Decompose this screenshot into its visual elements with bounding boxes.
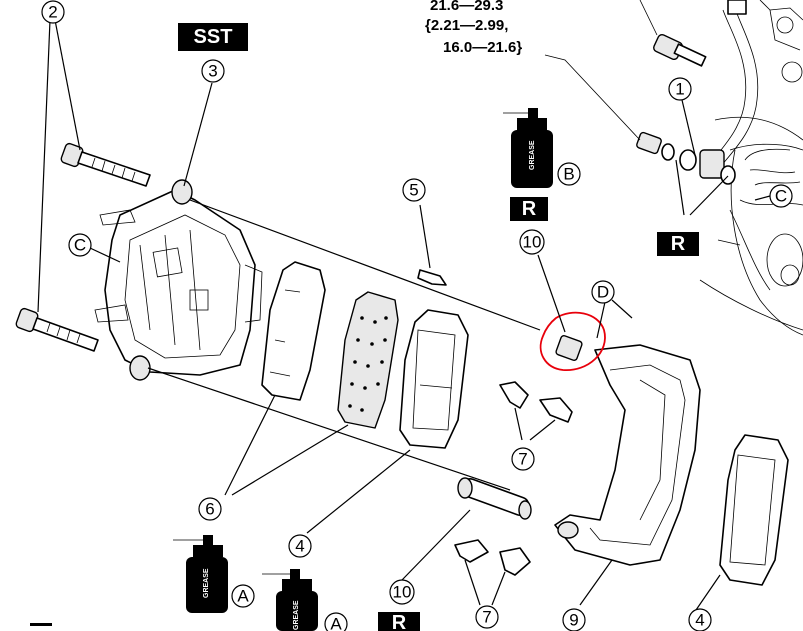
letter-b: B [557,162,581,186]
svg-text:A: A [237,587,249,606]
callout-7-upper: 7 [511,447,535,471]
pad-shim-inner [337,291,399,429]
letter-c-left: C [68,233,92,257]
svg-text:5: 5 [409,181,418,200]
replace-badge-hose: R [657,232,699,256]
svg-text:D: D [597,283,609,302]
pad-spring [417,269,447,286]
svg-text:7: 7 [482,608,491,627]
brake-pad-outer [719,434,789,586]
replace-badge-bottom: R [378,612,420,631]
svg-text:3: 3 [208,62,217,81]
letter-c-right: C [769,184,793,208]
letter-a-1: A [231,584,255,608]
svg-text:R: R [671,233,686,255]
callout-3: 3 [201,59,225,83]
callout-5: 5 [402,178,426,202]
svg-text:7: 7 [518,450,527,469]
svg-text:R: R [522,198,537,220]
callout-1: 1 [668,77,692,101]
svg-text:GREASE: GREASE [529,140,536,170]
svg-text:C: C [74,236,86,255]
guide-pin-lower [457,477,532,520]
brake-pad-inner [399,309,469,449]
callout-6: 6 [198,497,222,521]
svg-text:B: B [563,165,574,184]
callout-10-upper: 10 [519,229,545,255]
svg-text:R: R [392,612,407,631]
svg-text:9: 9 [569,611,578,630]
torque-leader [544,54,641,141]
svg-text:10: 10 [523,233,542,252]
caliper-body [94,179,263,381]
guide-bolt-upper [60,142,151,187]
pad-clip-upper [499,381,573,423]
pad-clip-lower [454,539,531,576]
letter-d: D [591,280,615,304]
torque-spec-line3: 16.0—21.6} [443,39,522,56]
callout-9: 9 [562,608,586,631]
bushing-upper [555,334,583,362]
highlight-circle [539,311,606,371]
grease-can-a1: GREASE [173,535,228,613]
letter-a-2: A [324,612,348,631]
callout-4-lower-left: 4 [288,534,312,558]
svg-text:GREASE: GREASE [293,600,300,630]
svg-text:SST: SST [194,26,233,48]
svg-text:C: C [775,187,787,206]
pad-shim-outer [261,261,326,401]
leader-lines [37,19,771,611]
grease-can-a2: GREASE [262,569,318,631]
callout-2: 2 [41,0,65,24]
svg-text:4: 4 [295,537,304,556]
svg-text:2: 2 [48,3,57,22]
grease-can-b: GREASE [503,108,553,188]
guide-bolt-lower [15,307,99,352]
banjo-bolt [653,33,707,67]
caliper-bracket [554,344,701,566]
svg-text:1: 1 [675,80,684,99]
callout-10-lower: 10 [389,579,415,605]
corner-mark [30,623,52,626]
sst-badge: SST [178,23,248,51]
svg-text:10: 10 [393,583,412,602]
torque-spec-line1: 21.6—29.3 [430,0,503,14]
svg-text:4: 4 [695,611,704,630]
torque-spec-line2: {2.21—2.99, [425,17,508,34]
hose-fitting [636,131,736,185]
callout-4-lower-right: 4 [688,608,712,631]
callout-7-lower: 7 [475,605,499,629]
brake-hose-assembly [699,0,803,336]
svg-text:A: A [330,615,342,631]
svg-text:6: 6 [205,500,214,519]
svg-text:GREASE: GREASE [203,568,210,598]
replace-badge-b: R [510,197,548,221]
